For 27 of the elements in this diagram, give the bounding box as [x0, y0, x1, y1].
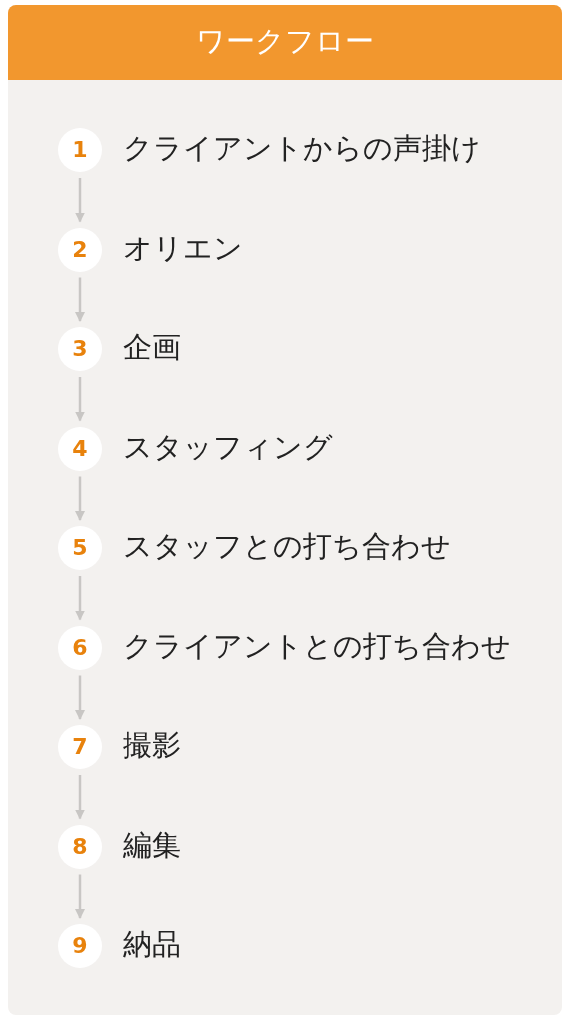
step-label: スタッフとの打ち合わせ — [123, 528, 451, 564]
step-label: 編集 — [123, 826, 181, 863]
arrow — [75, 874, 85, 919]
arrow — [75, 178, 85, 223]
step-number: 1 — [72, 137, 88, 163]
title: ワークフロー — [195, 23, 375, 59]
step-label: 企画 — [123, 329, 181, 365]
arrow — [75, 675, 85, 720]
step-label: クライアントからの声掛け — [123, 130, 481, 166]
step-number: 9 — [72, 933, 88, 959]
arrow — [75, 576, 85, 621]
step-number: 2 — [72, 236, 88, 263]
arrow — [75, 277, 85, 322]
step-label: スタッフィング — [123, 428, 333, 465]
step-number: 3 — [72, 336, 88, 362]
step-label: クライアントとの打ち合わせ — [123, 627, 511, 664]
step-number: 8 — [72, 833, 88, 860]
step-label: 納品 — [123, 926, 181, 962]
step-number: 4 — [72, 435, 88, 462]
step-label: 撮影 — [123, 727, 181, 763]
arrow — [75, 377, 85, 422]
arrow — [75, 476, 85, 521]
arrow — [75, 775, 85, 820]
step-label: オリエン — [123, 229, 243, 266]
step-number: 7 — [72, 734, 88, 760]
step-number: 6 — [72, 634, 88, 661]
step-number: 5 — [72, 535, 88, 561]
